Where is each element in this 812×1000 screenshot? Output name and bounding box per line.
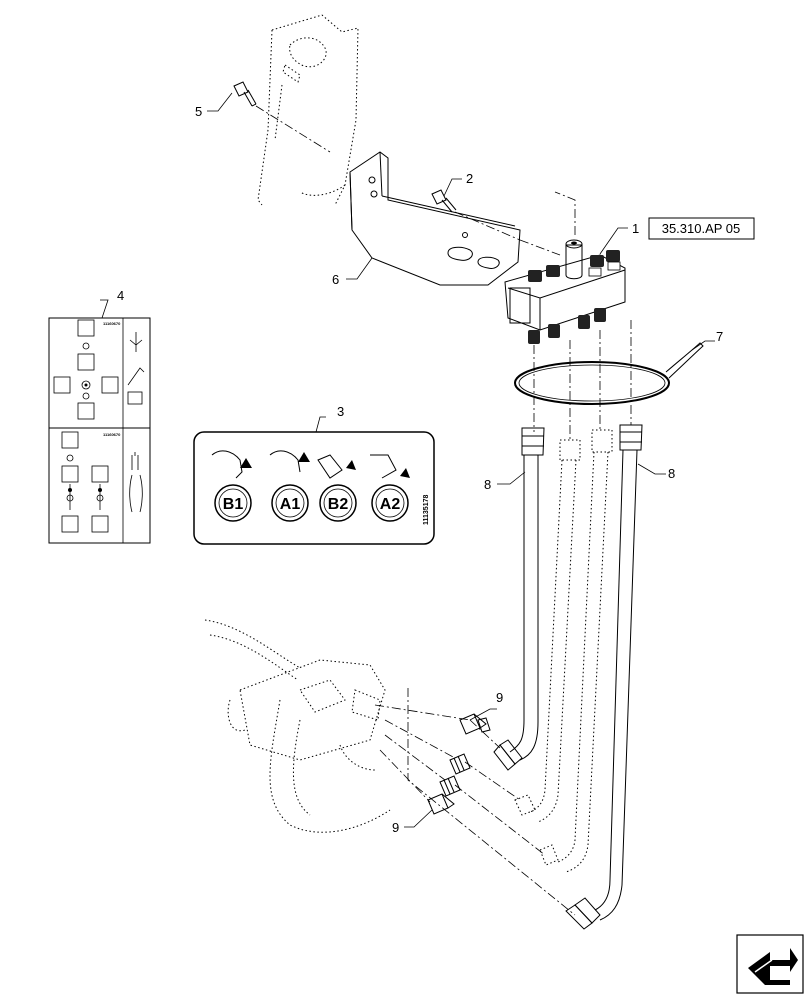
badge-a1: A1 [280, 496, 301, 513]
hose-8-left [493, 427, 545, 771]
next-page-arrow-icon[interactable] [736, 934, 804, 994]
callout-8-left: 8 [484, 477, 491, 492]
fitting-lines [374, 688, 576, 916]
callout-3: 3 [337, 404, 344, 419]
hose-clamp-7 [514, 342, 704, 405]
callout-labels: 5 2 1 6 4 3 7 8 8 9 9 [117, 104, 723, 835]
fitting-9-upper [459, 713, 491, 735]
callout-8-right: 8 [668, 466, 675, 481]
decal-4: 11160670 11160670 [48, 317, 151, 544]
badge-b2: B2 [328, 496, 349, 513]
decal-4-part-number-bottom: 11160670 [103, 432, 121, 437]
callout-9-lower: 9 [392, 820, 399, 835]
bolt-6 [233, 81, 331, 153]
decal-3-part-number: 11135178 [423, 495, 430, 525]
decal-3: B1 A1 B2 A2 11135178 [193, 431, 435, 545]
callout-5: 6 [332, 272, 339, 287]
alignment-lines [533, 320, 632, 440]
badge-a2: A2 [380, 496, 401, 513]
hose-middle-dotted [514, 429, 613, 873]
bolt-2 [431, 189, 561, 256]
decal-4-part-number-top: 11160670 [103, 321, 121, 326]
callout-4: 4 [117, 288, 124, 303]
callout-9-upper: 9 [496, 690, 503, 705]
bracket-5 [349, 151, 521, 286]
fitting-9-lower [427, 793, 455, 815]
control-valve-outline [204, 619, 391, 833]
loader-arm-outline [257, 14, 359, 206]
callout-6: 5 [195, 104, 202, 119]
callout-1: 1 [632, 221, 639, 236]
leader-lines [100, 92, 715, 828]
callout-2: 2 [466, 171, 473, 186]
callout-7: 7 [716, 329, 723, 344]
fittings-middle [439, 753, 471, 797]
hose-8-right [565, 424, 643, 930]
valve-block-1 [504, 239, 626, 344]
badge-b1: B1 [223, 496, 244, 513]
reference-code: 35.310.AP 05 [662, 221, 741, 236]
reference-box: 35.310.AP 05 [648, 217, 755, 240]
decal-3-badges: B1 A1 B2 A2 [214, 484, 409, 522]
